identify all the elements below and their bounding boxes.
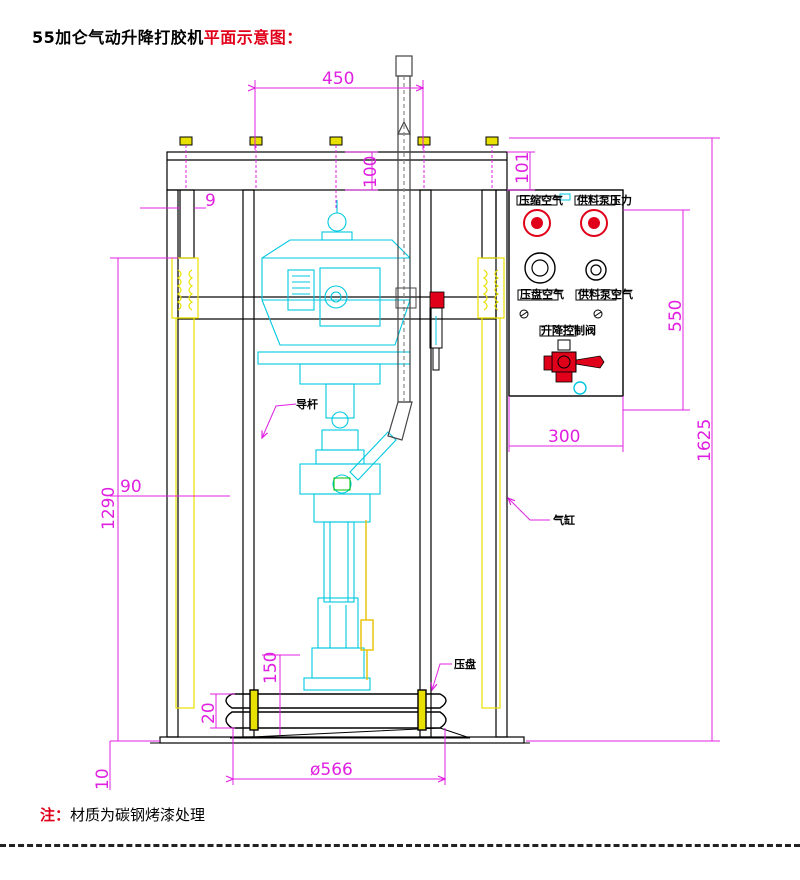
panel-label-right-top: 供料泵压力 <box>576 193 632 207</box>
note-prefix: 注： <box>40 806 71 824</box>
title-main: 55加仑气动升降打胶机 <box>32 28 204 47</box>
side-valve <box>395 287 445 371</box>
air-cylinder-left <box>171 257 199 709</box>
callout-cylinder: 气缸 <box>552 513 575 527</box>
dim-10: 10 <box>93 768 113 790</box>
pump-fitting-green <box>333 477 351 491</box>
dimension-lines <box>109 80 720 790</box>
dim-566: ø566 <box>310 760 353 780</box>
panel-label-left-mid: 压盘空气 <box>520 287 564 301</box>
dim-1290: 1290 <box>99 487 119 530</box>
dim-450: 450 <box>322 69 354 89</box>
top-bolt-rods <box>185 145 493 210</box>
yellow-hose <box>360 520 374 680</box>
control-panel <box>508 189 624 397</box>
dim-9: 9 <box>205 191 216 211</box>
note-text: 材质为碳钢烤漆处理 <box>70 806 206 824</box>
top-bolts <box>179 136 499 146</box>
dim-1625: 1625 <box>695 419 715 462</box>
dim-300: 300 <box>548 427 580 447</box>
material-note: 注：材质为碳钢烤漆处理 <box>40 804 205 825</box>
dashed-divider <box>0 844 800 847</box>
dim-100: 100 <box>361 156 381 188</box>
page-title: 55加仑气动升降打胶机平面示意图： <box>32 24 303 48</box>
panel-label-center: 升降控制阀 <box>541 323 596 337</box>
pressure-plate <box>225 689 471 739</box>
dim-150: 150 <box>261 652 281 684</box>
callout-pressure-plate: 压盘 <box>454 657 476 671</box>
dim-20: 20 <box>199 702 219 724</box>
panel-label-right-mid: 供料泵空气 <box>577 287 633 301</box>
dim-101: 101 <box>513 152 533 184</box>
pump-assembly <box>257 200 411 691</box>
panel-label-left-top: 压缩空气 <box>519 193 563 207</box>
callout-guide-rod: 导杆 <box>296 397 318 411</box>
air-cylinder-right <box>477 257 505 709</box>
dim-550: 550 <box>666 300 686 332</box>
feed-pipe <box>387 55 413 441</box>
base-plate <box>150 736 530 744</box>
title-highlight: 平面示意图： <box>203 28 303 47</box>
dim-90: 90 <box>120 477 142 497</box>
